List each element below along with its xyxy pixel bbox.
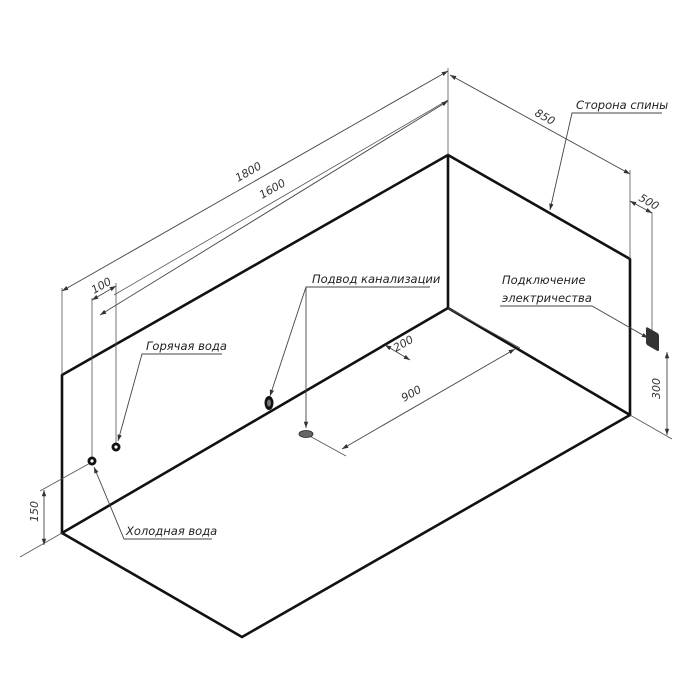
cold-water-label: Холодная вода	[125, 524, 217, 538]
dimension-100-label: 100	[89, 275, 114, 297]
floor-drain-icon	[298, 430, 314, 438]
dimension-150-label: 150	[28, 501, 41, 522]
dimension-500: 500	[629, 191, 662, 330]
dimension-1600-label: 1600	[257, 176, 288, 201]
electric-label-line1: Подключение	[502, 273, 586, 287]
dimension-300: 300	[629, 352, 673, 440]
electric-label-line2: электричества	[502, 291, 592, 305]
hot-water-label: Горячая вода	[146, 339, 227, 353]
connections	[87, 327, 659, 466]
dimension-1800-label: 1800	[233, 159, 264, 184]
dimension-100: 100	[89, 275, 117, 460]
dimension-500-label: 500	[637, 191, 662, 213]
floor-outline	[60, 413, 632, 639]
room-outline	[60, 153, 632, 639]
annotations: Сторона спины Подвод канализации Горячая…	[93, 98, 668, 540]
back-side-label: Сторона спины	[576, 98, 668, 112]
dimension-850-label: 850	[533, 106, 558, 128]
dimension-150: 150	[19, 461, 93, 558]
left-wall-outline	[60, 153, 450, 535]
dimension-length: 1800 1600	[61, 68, 449, 375]
dimension-300-label: 300	[650, 378, 663, 399]
dimension-drain: 900 200	[305, 307, 521, 457]
dimension-200-label: 200	[391, 333, 416, 355]
dimension-900-label: 900	[399, 383, 424, 405]
drain-label: Подвод канализации	[312, 272, 441, 286]
electric-socket-icon	[646, 327, 659, 352]
